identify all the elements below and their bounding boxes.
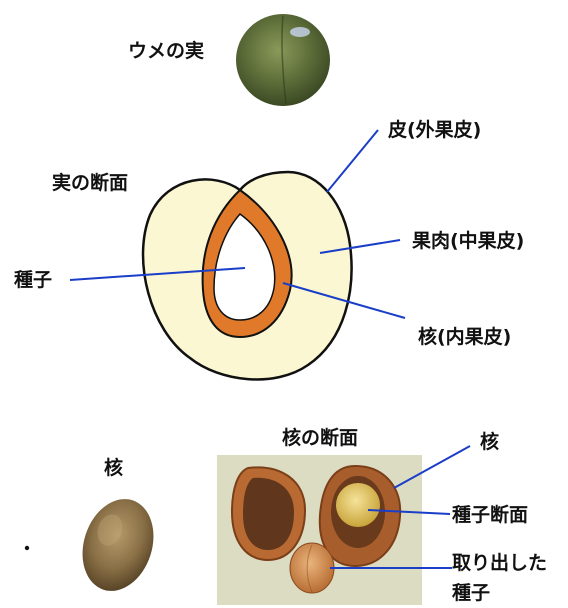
label-extracted-seed-line2: 種子 xyxy=(452,582,490,604)
label-fruit-section: 実の断面 xyxy=(52,172,128,194)
label-stone-endocarp: 核(内果皮) xyxy=(418,326,511,348)
leader-skin xyxy=(327,130,378,192)
fruit-cross-section xyxy=(143,172,352,379)
label-stone: 核 xyxy=(104,457,123,479)
label-extracted-seed-line1: 取り出した xyxy=(452,552,547,574)
label-flesh: 果肉(中果皮) xyxy=(412,230,524,252)
stone-section-photo xyxy=(217,455,422,605)
label-seed-section: 種子断面 xyxy=(452,504,528,526)
label-seed: 種子 xyxy=(14,269,52,291)
label-skin: 皮(外果皮) xyxy=(388,119,481,141)
label-stone-right: 核 xyxy=(480,431,499,453)
label-stone-section: 核の断面 xyxy=(282,427,358,449)
label-ume-fruit: ウメの実 xyxy=(128,40,204,62)
stone-photo xyxy=(71,490,165,600)
ume-fruit-photo xyxy=(236,14,330,106)
small-dot xyxy=(25,546,29,550)
